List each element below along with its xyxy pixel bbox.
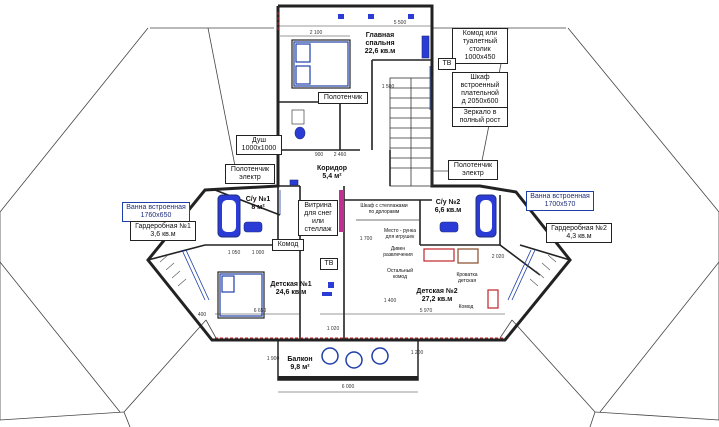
dim-400: 400 — [197, 312, 207, 318]
dim-1400: 1 400 — [383, 298, 397, 304]
dressing1-callout: Гардеробная №1 3,6 кв.м — [130, 221, 196, 241]
commode2-note: Остальный комод — [386, 268, 414, 280]
balcony-label: Балкон 9,8 м² — [287, 356, 313, 371]
dim-top: 5 500 — [393, 20, 407, 26]
shower-callout: Душ 1000х1000 — [236, 135, 282, 155]
kids2-furniture — [356, 219, 499, 309]
dim-2020: 2 020 — [491, 254, 505, 260]
commode-callout: Комод — [272, 239, 304, 251]
wardrobe-callout: Шкаф встроенный плательной д 2050х600 — [452, 72, 508, 108]
master-bed — [291, 39, 351, 89]
towel-top-callout: Полотенчик — [318, 92, 368, 104]
desk-note: Место - рунка для игрушек — [383, 228, 417, 240]
bathtub-left — [217, 194, 241, 238]
master-bedroom-label: Главная спальня 22,6 кв.м — [364, 32, 396, 55]
showcase-fixture — [339, 190, 344, 232]
corridor-label: Коридор 5,4 м² — [316, 165, 348, 180]
mirror-callout: Зеркало в полный рост — [452, 107, 508, 127]
toy-note: Дивен развлечения — [383, 246, 413, 258]
commode-toilet-callout: Комод или туалетный столик 1000х450 — [452, 28, 508, 64]
tv-mid-callout: ТВ — [320, 258, 338, 270]
dim-1200: 1 200 — [410, 350, 424, 356]
showcase-callout: Витрина для снег или стеллаж — [298, 200, 338, 236]
kids2-label: Детская №2 27,2 кв.м — [416, 288, 458, 303]
crib-note: Кроватка детская — [456, 272, 478, 284]
dressing-shelves — [159, 254, 557, 287]
dim-1900: 1 900 — [266, 356, 280, 362]
bath-right-callout: Ванна встроенная 1700х570 — [526, 191, 594, 211]
bath2-label: С/у №2 6,6 кв.м — [434, 199, 462, 214]
bath-fixtures — [243, 35, 459, 233]
towel-right-callout: Полотенчик электр — [448, 160, 498, 180]
dim-corridor-w: 2 460 — [333, 152, 347, 158]
balcony — [277, 339, 419, 393]
dressing2-callout: Гардеробная №2 4,3 кв.м — [546, 223, 612, 243]
desk-items — [322, 14, 414, 296]
dim-bottom-right: 5 970 — [419, 308, 433, 314]
dim-balcony: 6 000 — [341, 384, 355, 390]
dim-1050: 1 050 — [227, 250, 241, 256]
dim-top-inner: 2 100 — [309, 30, 323, 36]
bath-left-callout: Ванна встроенная 1760х650 — [122, 202, 190, 222]
staircase — [389, 77, 433, 187]
bathtub-right — [475, 194, 497, 238]
dim-1020: 1 020 — [326, 326, 340, 332]
dim-1000: 1 000 — [251, 250, 265, 256]
wardrobe-lines — [181, 66, 536, 301]
dim-side: 1 500 — [381, 84, 395, 90]
dimension-lines — [215, 25, 505, 315]
dim-bottom-left: 6 650 — [253, 308, 267, 314]
kids-bed — [217, 271, 265, 319]
dim-900: 900 — [314, 152, 324, 158]
tv-top-callout: ТВ — [438, 58, 456, 70]
bath1-label: С/у №1 8 м² — [245, 196, 271, 211]
shelving-note: Шкаф с стеллажами по дрлорамм — [360, 203, 408, 215]
kids1-label: Детская №1 24,6 кв.м — [270, 281, 312, 296]
dim-1700: 1 700 — [359, 236, 373, 242]
windows — [215, 12, 505, 339]
towel-left-callout: Полотенчик электр — [225, 164, 275, 184]
commode3-note: Комод — [458, 304, 474, 310]
